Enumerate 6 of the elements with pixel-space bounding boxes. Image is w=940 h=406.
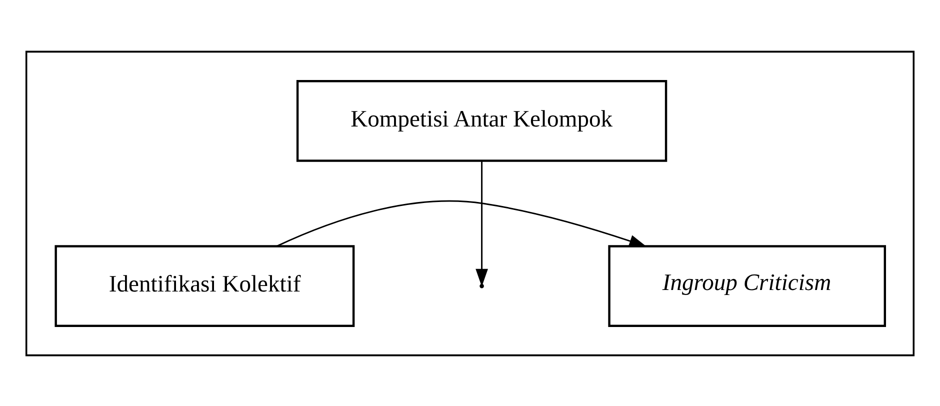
node-box: Ingroup Criticism — [608, 244, 886, 326]
arrow — [476, 160, 488, 286]
arrow — [276, 200, 647, 246]
node-box: Identifikasi Kolektif — [54, 244, 355, 326]
node-box: Kompetisi Antar Kelompok — [296, 80, 668, 162]
cluster — [25, 50, 915, 356]
